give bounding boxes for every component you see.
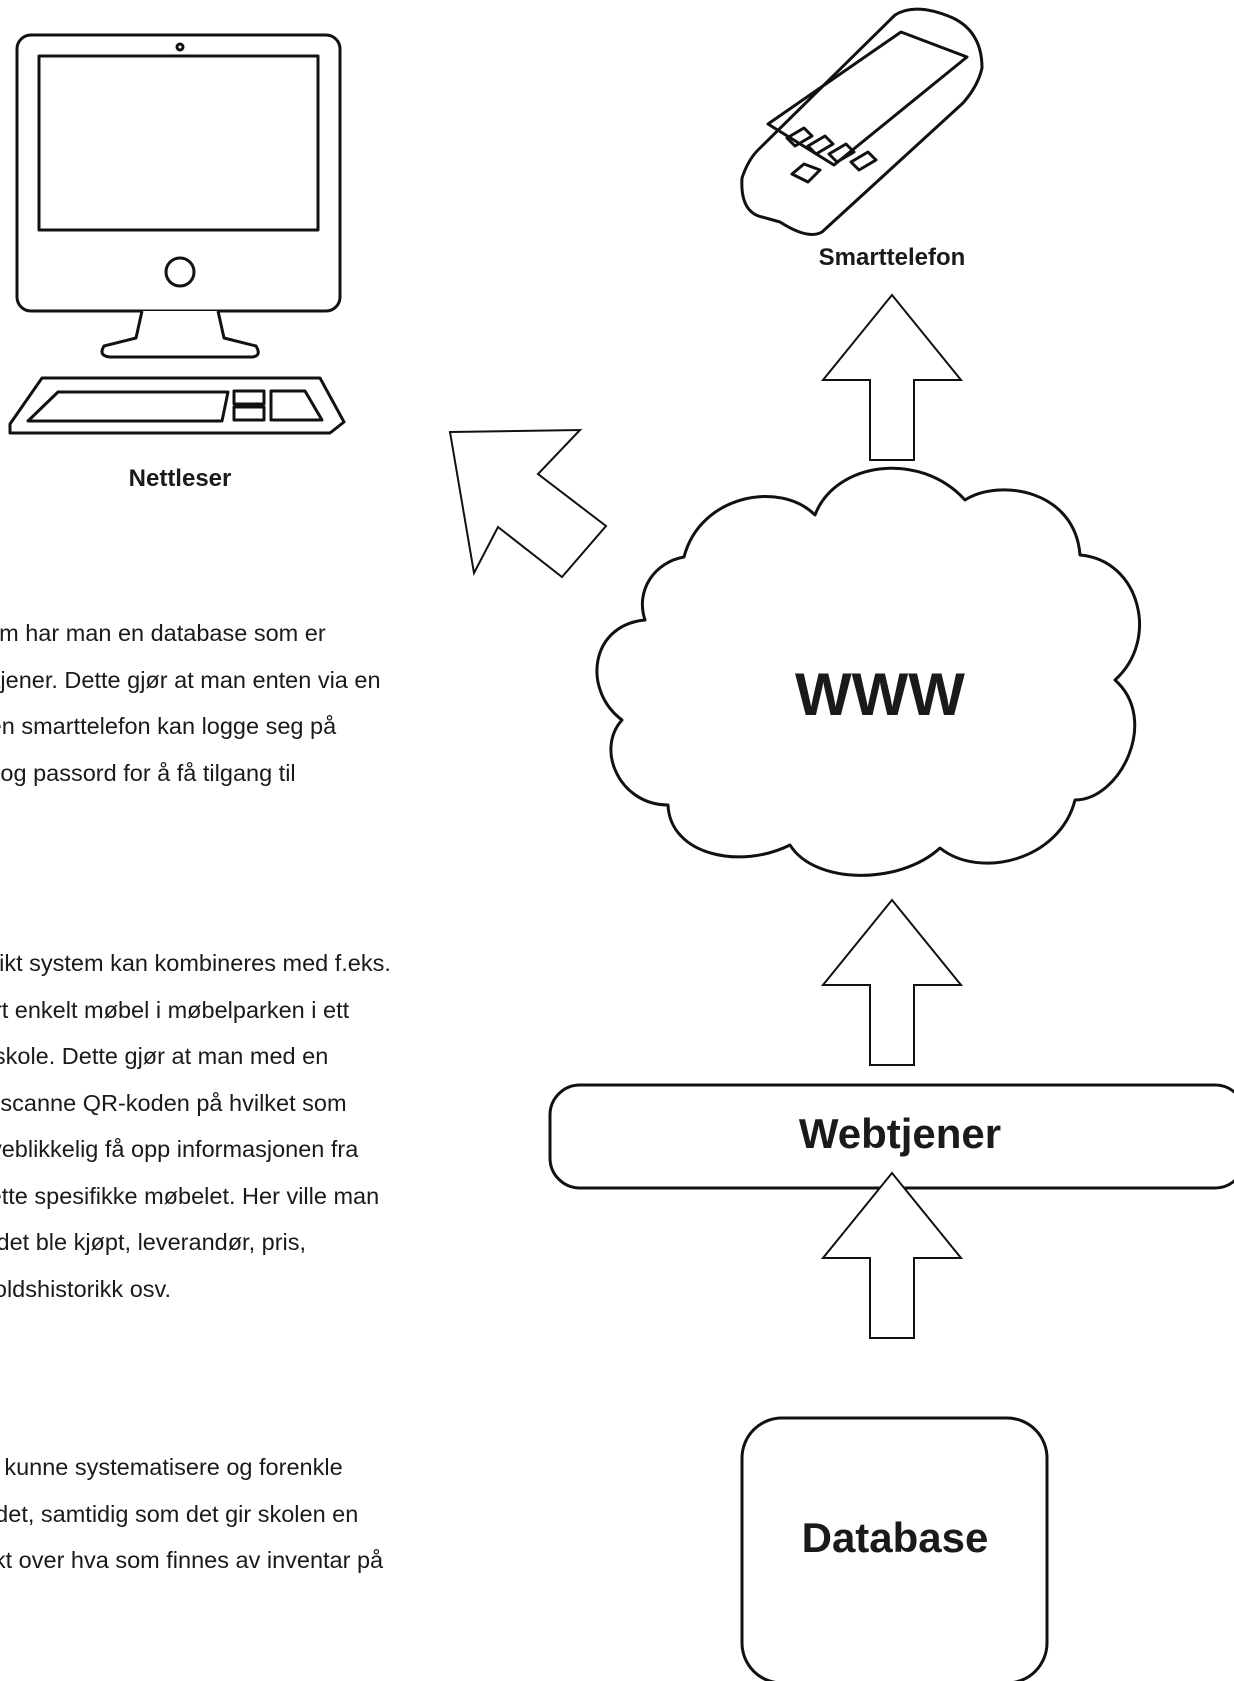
paragraph-2-line-8: keholdshistorikk osv.: [0, 1275, 172, 1302]
www-cloud: [595, 466, 1141, 877]
arrow-www-to-smartphone: [820, 293, 964, 461]
paragraph-1-line-2: vebtjener. Dette gjør at man enten via e…: [0, 666, 381, 693]
paragraph-2-line-6: n dette spesifikke møbelet. Her ville ma…: [0, 1182, 380, 1209]
paragraph-1-line-1: ystem har man en database som er: [0, 620, 326, 646]
arrow-database-to-webserver: [820, 1171, 964, 1339]
paragraph-1-line-4: avn og passord for å få tilgang til: [0, 759, 296, 786]
arrow-webserver-to-www: [820, 898, 964, 1066]
browser-label: Nettleser: [128, 465, 232, 492]
paragraph-2-line-3: hel skole. Dette gjør at man med en: [0, 1043, 329, 1069]
phone-label: Smarttelefon: [818, 244, 966, 271]
www-label: WWW: [795, 661, 965, 728]
smartphone-icon: [740, 7, 984, 236]
database-label: Database: [801, 1514, 989, 1561]
paragraph-1: ystem har man en database som er vebtjen…: [0, 610, 556, 796]
database-box: [740, 1416, 1049, 1681]
paragraph-2-line-2: hvert enkelt møbel i møbelparken i ett: [0, 996, 350, 1023]
webserver-label: Webtjener: [798, 1110, 1002, 1157]
paragraph-2: et slikt system kan kombineres med f.eks…: [0, 940, 556, 1312]
paragraph-2-line-7: når det ble kjøpt, leverandør, pris,: [0, 1229, 307, 1255]
desktop-computer-icon: [8, 33, 346, 435]
paragraph-2-line-1: et slikt system kan kombineres med f.eks…: [0, 950, 391, 976]
arrow-www-to-browser: [448, 428, 608, 579]
paragraph-3: n vil kunne systematisere og forenkle rb…: [0, 1444, 556, 1584]
paragraph-3-line-2: rbeidet, samtidig som det gir skolen en: [0, 1500, 359, 1527]
paragraph-2-line-5: g øyeblikkelig få opp informasjonen fra: [0, 1136, 359, 1162]
paragraph-3-line-3: ersikt over hva som finnes av inventar p…: [0, 1547, 384, 1573]
paragraph-1-line-3: ler en smarttelefon kan logge seg på: [0, 713, 337, 739]
paragraph-3-line-1: n vil kunne systematisere og forenkle: [0, 1454, 343, 1480]
paragraph-2-line-4: kan scanne QR-koden på hvilket som: [0, 1089, 347, 1116]
